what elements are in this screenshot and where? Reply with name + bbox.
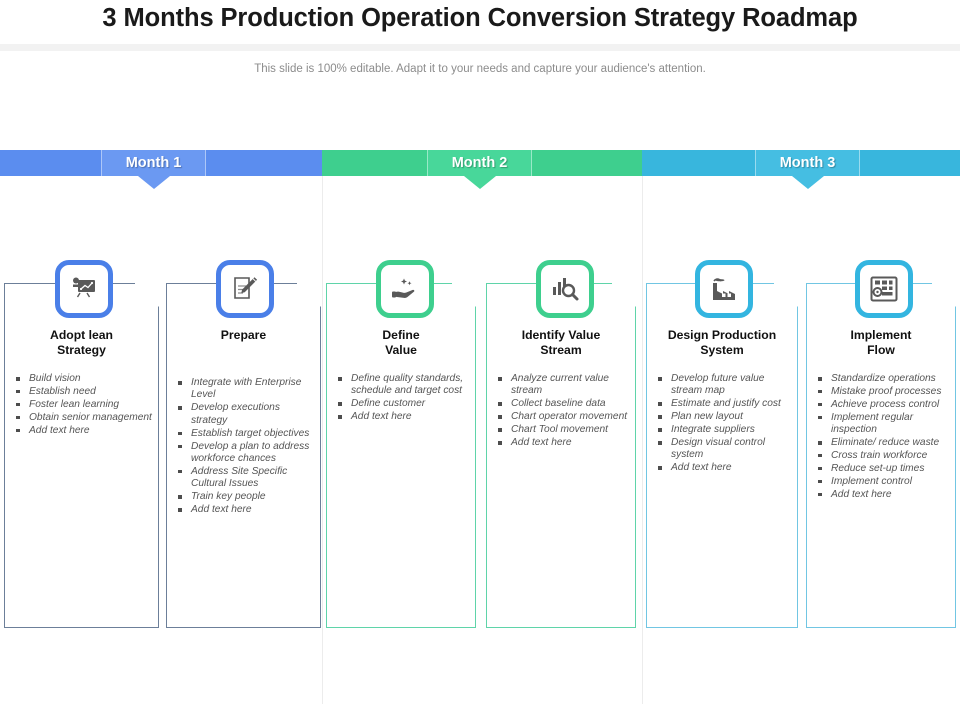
tab-edge-left [101,150,102,176]
bullet-item: Achieve process control [816,399,950,411]
tab-pointer-icon [791,176,824,189]
bullet-item: Add text here [176,504,315,516]
bullet-item: Define customer [336,398,470,410]
card-corner-cut [134,282,160,308]
bullet-item: Foster lean learning [14,399,153,411]
card-icon-badge-6[interactable] [855,260,913,318]
document-pencil-icon [230,274,260,304]
bullet-item: Add text here [14,425,153,437]
bullet-item: Chart Tool movement [496,424,630,436]
page-title: 3 Months Production Operation Conversion… [102,4,858,32]
bullet-item: Add text here [656,462,792,474]
month-tab-label: Month 1 [125,155,182,171]
card-corner-cut [931,282,957,308]
bullet-item: Develop future value stream map [656,373,792,398]
card-frame [326,283,476,628]
bullet-item: Add text here [336,411,470,423]
presentation-board-icon [69,274,99,304]
bullet-item: Implement control [816,476,950,488]
tab-edge-left [755,150,756,176]
bullet-item: Implement regular inspection [816,412,950,437]
tab-edge-right [531,150,532,176]
month-tab-3[interactable]: Month 3 [755,150,860,189]
card-frame [806,283,956,628]
tab-edge-right [859,150,860,176]
bullet-item: Standardize operations [816,373,950,385]
card-icon-badge-2[interactable] [216,260,274,318]
tab-edge-right [205,150,206,176]
bullet-item: Plan new layout [656,411,792,423]
factory-icon [709,274,739,304]
section-divider-2 [642,176,643,704]
tab-pointer-icon [463,176,496,189]
month-tab-label: Month 2 [451,155,508,171]
bullet-item: Integrate suppliers [656,424,792,436]
hand-sparkle-icon [390,274,420,304]
card-frame [166,283,321,628]
bullet-item: Eliminate/ reduce waste [816,437,950,449]
bullet-item: Build vision [14,373,153,385]
bullet-item: Cross train workforce [816,450,950,462]
bullet-item: Establish need [14,386,153,398]
bullet-item: Integrate with Enterprise Level [176,377,315,402]
bullet-item: Mistake proof processes [816,386,950,398]
card-icon-badge-5[interactable] [695,260,753,318]
bullet-item: Estimate and justify cost [656,398,792,410]
section-divider-1 [322,176,323,704]
bullet-item: Establish target objectives [176,428,315,440]
process-flow-icon [869,274,899,304]
tab-pointer-icon [137,176,170,189]
bullet-item: Develop a plan to address workforce chan… [176,441,315,466]
card-corner-cut [611,282,637,308]
card-frame [646,283,798,628]
card-icon-badge-4[interactable] [536,260,594,318]
tab-edge-left [427,150,428,176]
bullet-item: Design visual control system [656,437,792,462]
card-bullet-list: Define quality standards, schedule and t… [336,373,470,424]
month-tab-label: Month 3 [779,155,836,171]
bar-chart-magnifier-icon [550,274,580,304]
bullet-item: Add text here [816,489,950,501]
card-icon-badge-3[interactable] [376,260,434,318]
bullet-item: Develop executions strategy [176,402,315,427]
bullet-item: Obtain senior management [14,412,153,424]
card-corner-cut [451,282,477,308]
card-frame [4,283,159,628]
bullet-item: Train key people [176,491,315,503]
card-icon-badge-1[interactable] [55,260,113,318]
page-subtitle: This slide is 100% editable. Adapt it to… [254,63,706,75]
card-corner-cut [773,282,799,308]
bullet-item: Reduce set-up times [816,463,950,475]
bullet-item: Analyze current value stream [496,373,630,398]
bullet-item: Chart operator movement [496,411,630,423]
bullet-item: Collect baseline data [496,398,630,410]
card-title: Prepare [220,328,267,342]
bullet-item: Define quality standards, schedule and t… [336,373,470,398]
bullet-item: Address Site Specific Cultural Issues [176,466,315,491]
title-divider [0,44,960,51]
card-frame [486,283,636,628]
month-tab-1[interactable]: Month 1 [101,150,206,189]
card-corner-cut [296,282,322,308]
month-tab-2[interactable]: Month 2 [427,150,532,189]
bullet-item: Add text here [496,437,630,449]
